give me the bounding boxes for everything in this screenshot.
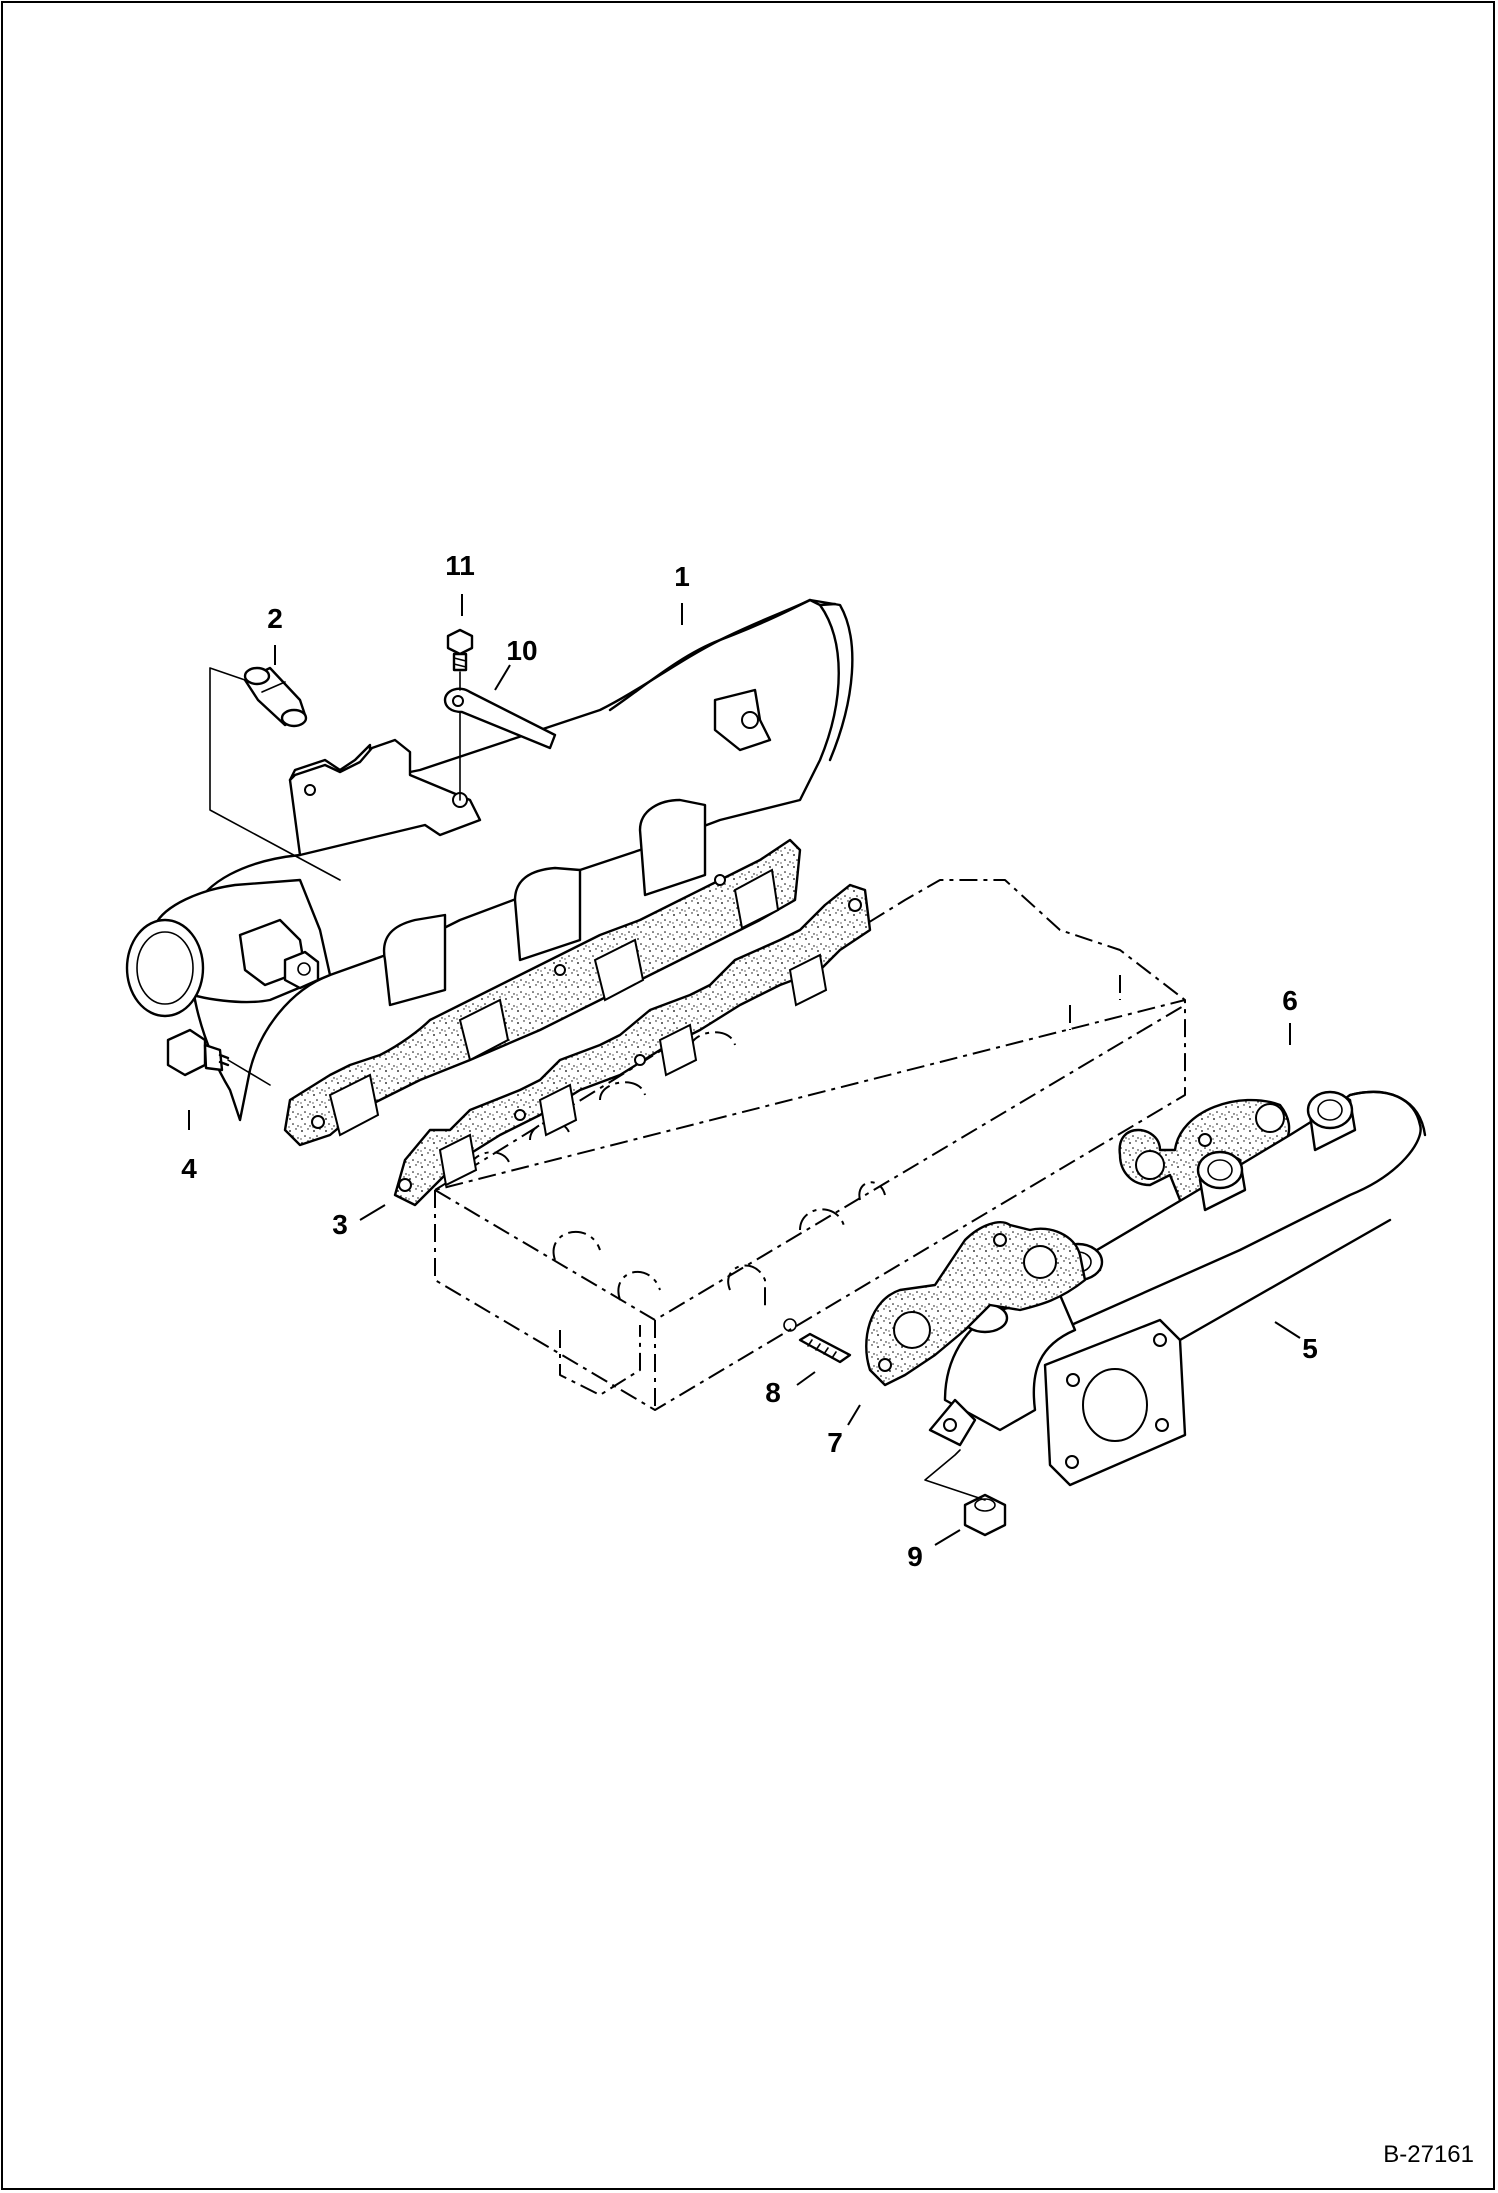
exhaust-gasket-rear[interactable] [1118, 1098, 1291, 1204]
callout-8: 8 [765, 1377, 781, 1408]
bracket-bolt[interactable] [446, 628, 474, 672]
nut-assembly-line [924, 1449, 986, 1501]
lifting-bracket[interactable] [443, 687, 557, 750]
callout-10: 10 [506, 635, 537, 666]
callout-leaders [188, 594, 1301, 1546]
hose-fitting[interactable] [243, 666, 308, 728]
fitting-assembly-line [209, 667, 341, 881]
callout-4: 4 [181, 1153, 197, 1184]
exhaust-nut[interactable] [963, 1493, 1007, 1537]
callout-5: 5 [1302, 1333, 1318, 1364]
callout-6: 6 [1282, 985, 1298, 1016]
sender-assembly-line [227, 1059, 271, 1086]
exhaust-stud[interactable] [783, 1318, 852, 1364]
temperature-sender[interactable] [166, 1028, 230, 1077]
exhaust-gasket-front[interactable] [865, 1221, 1087, 1387]
intake-manifold[interactable] [125, 598, 854, 1147]
callout-labels: 1 2 3 4 5 6 7 8 9 10 11 [181, 550, 1318, 1572]
callout-11: 11 [445, 550, 475, 581]
callout-7: 7 [827, 1427, 843, 1458]
figure-id: B-27161 [1383, 2141, 1474, 2168]
callout-2: 2 [267, 603, 283, 634]
callout-1: 1 [674, 561, 690, 592]
exhaust-manifold[interactable] [928, 1090, 1427, 1487]
intake-gasket[interactable] [393, 883, 872, 1207]
callout-9: 9 [907, 1541, 923, 1572]
callout-3: 3 [332, 1209, 348, 1240]
